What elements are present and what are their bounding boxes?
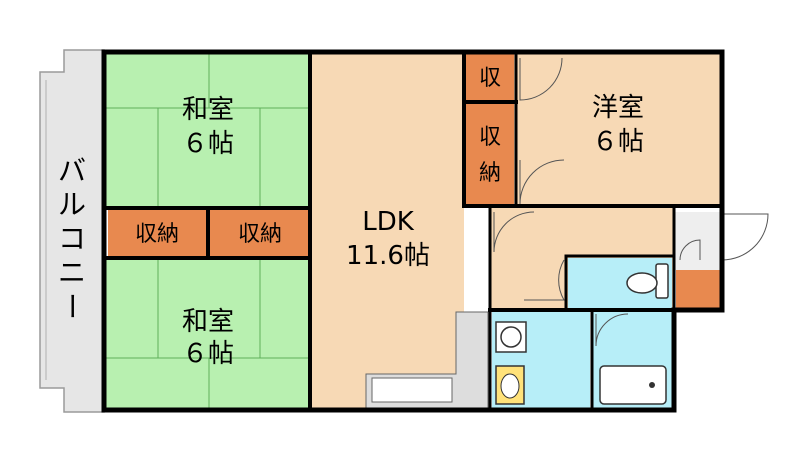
walls (101, 49, 725, 413)
ldk-size: 11.6帖 (346, 241, 430, 271)
storage-youshitsu-tall-label-2: 納 (479, 161, 501, 186)
washitsu-top-size: ６帖 (182, 129, 234, 159)
storage-mid (210, 210, 309, 256)
washitsu-bottom-size: ６帖 (182, 339, 234, 369)
storage-entrance (676, 270, 720, 308)
ldk-name: LDK (362, 207, 415, 237)
svg-text:ー: ー (55, 292, 88, 320)
tatami-lines-bottom (106, 258, 309, 408)
toilet-fixture (626, 263, 669, 299)
kitchen-counter (365, 311, 489, 409)
svg-text:ニ: ニ (58, 256, 86, 289)
tatami-lines-top (106, 54, 309, 206)
washitsu-top-floor (106, 54, 309, 206)
storage-youshitsu-small (466, 54, 514, 100)
bathtub (599, 365, 667, 405)
storage-mid-label: 収納 (238, 222, 282, 247)
balcony-label: バ ル コ ニ ー (55, 154, 88, 320)
svg-text:コ: コ (58, 222, 86, 255)
door-swings (493, 57, 769, 347)
washitsu-top-name: 和室 (182, 95, 234, 125)
storage-youshitsu-tall (466, 104, 514, 204)
storage-youshitsu-tall-label-1: 収 (479, 125, 501, 150)
wash-basin (495, 365, 525, 405)
storage-left-label: 収納 (135, 222, 179, 247)
svg-text:バ: バ (58, 154, 86, 187)
storage-youshitsu-small-label: 収 (479, 66, 501, 91)
washitsu-bottom-floor (106, 258, 309, 408)
ldk-floor (312, 54, 464, 408)
washing-machine (495, 321, 527, 353)
youshitsu-size: ６帖 (592, 127, 644, 157)
svg-text:ル: ル (58, 188, 86, 221)
washitsu-bottom-name: 和室 (182, 307, 234, 337)
storage-left (108, 210, 206, 256)
youshitsu-name: 洋室 (592, 93, 644, 123)
